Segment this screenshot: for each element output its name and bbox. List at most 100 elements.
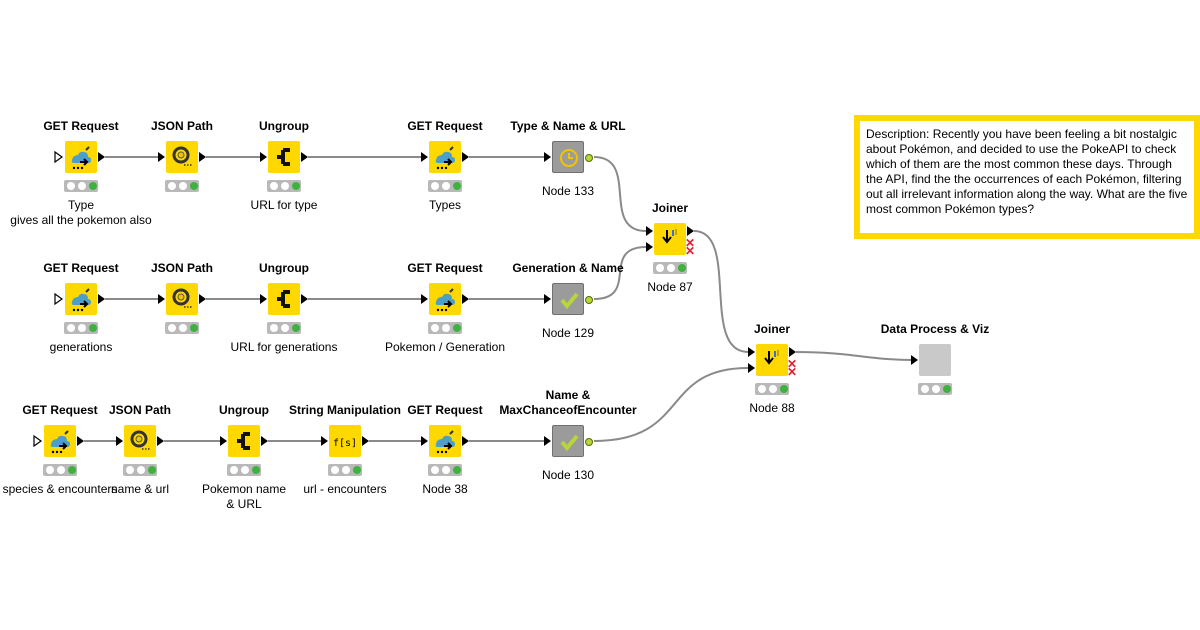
status-light xyxy=(442,324,450,332)
input-port-icon xyxy=(260,294,267,304)
status-light xyxy=(331,466,339,474)
input-port-icon xyxy=(544,294,551,304)
node-label: Node 88 xyxy=(749,401,795,415)
failed-port-icon: ✕ xyxy=(685,244,696,258)
node-get-box[interactable] xyxy=(44,425,76,457)
node-title: Ungroup xyxy=(219,403,269,417)
node-metanode-check-box[interactable] xyxy=(552,283,584,315)
node-get-box[interactable] xyxy=(429,425,461,457)
node-label: generations xyxy=(49,340,113,354)
status-light xyxy=(270,182,278,190)
status-traffic-light xyxy=(328,464,362,476)
node-label: Node 133 xyxy=(541,184,595,198)
status-light xyxy=(453,182,461,190)
node-label: species & encounters xyxy=(2,482,118,496)
input-port-icon xyxy=(646,242,653,252)
status-light xyxy=(126,466,134,474)
node-ungroup-box[interactable] xyxy=(268,141,300,173)
status-light xyxy=(667,264,675,272)
input-port-icon xyxy=(421,436,428,446)
node-label: Pokemon name & URL xyxy=(201,482,287,511)
clock-icon xyxy=(560,149,578,167)
output-port-icon xyxy=(98,152,105,162)
node-get-box[interactable] xyxy=(65,141,97,173)
node-ungroup-box[interactable] xyxy=(228,425,260,457)
json-path-icon xyxy=(172,146,193,166)
status-light xyxy=(943,385,951,393)
status-traffic-light xyxy=(43,464,77,476)
status-light xyxy=(342,466,350,474)
node-label: Type gives all the pokemon also xyxy=(10,198,152,227)
output-port-icon xyxy=(199,152,206,162)
node-metanode-clock-box[interactable] xyxy=(552,141,584,173)
input-port-icon xyxy=(646,226,653,236)
input-port-icon xyxy=(158,152,165,162)
description-annotation[interactable]: Description: Recently you have been feel… xyxy=(854,115,1200,239)
status-traffic-light xyxy=(267,322,301,334)
status-light xyxy=(353,466,361,474)
output-port-icon xyxy=(261,436,268,446)
status-light xyxy=(281,182,289,190)
status-traffic-light xyxy=(428,464,462,476)
status-light xyxy=(67,182,75,190)
status-light xyxy=(442,182,450,190)
node-metanode-check-box[interactable] xyxy=(552,425,584,457)
node-title: Ungroup xyxy=(259,261,309,275)
cloud-request-icon xyxy=(71,146,91,170)
node-label: name & url xyxy=(110,482,170,496)
input-port-icon xyxy=(748,363,755,373)
input-port-icon xyxy=(421,294,428,304)
node-string-box[interactable]: f[s] xyxy=(329,425,361,457)
output-port-dot-icon xyxy=(585,154,593,162)
optional-input-port-icon xyxy=(54,293,64,305)
node-title: Generation & Name xyxy=(512,261,624,275)
status-light xyxy=(137,466,145,474)
node-component-box[interactable] xyxy=(919,344,951,376)
cloud-request-icon xyxy=(435,430,455,454)
status-light xyxy=(921,385,929,393)
node-label: Node 38 xyxy=(422,482,468,496)
status-traffic-light xyxy=(918,383,952,395)
node-title: Name & MaxChanceofEncounter xyxy=(499,388,637,417)
status-light xyxy=(769,385,777,393)
node-json-box[interactable] xyxy=(166,141,198,173)
node-json-box[interactable] xyxy=(166,283,198,315)
json-path-icon xyxy=(130,430,151,450)
cloud-request-icon xyxy=(435,146,455,170)
node-joiner-box[interactable] xyxy=(654,223,686,255)
node-title: GET Request xyxy=(22,403,98,417)
checkmark-icon xyxy=(560,434,579,452)
node-ungroup-box[interactable] xyxy=(268,283,300,315)
svg-text:f[s]: f[s] xyxy=(333,438,357,449)
status-traffic-light xyxy=(428,322,462,334)
status-traffic-light xyxy=(165,180,199,192)
annotation-text: Description: Recently you have been feel… xyxy=(866,127,1188,216)
node-get-box[interactable] xyxy=(429,283,461,315)
status-light xyxy=(431,466,439,474)
node-title: GET Request xyxy=(407,261,483,275)
output-port-icon xyxy=(462,152,469,162)
node-get-box[interactable] xyxy=(65,283,97,315)
status-light xyxy=(179,324,187,332)
input-port-icon xyxy=(748,347,755,357)
node-get-box[interactable] xyxy=(429,141,461,173)
failed-port-icon: ✕ xyxy=(787,357,798,371)
status-light xyxy=(453,466,461,474)
node-json-box[interactable] xyxy=(124,425,156,457)
status-light xyxy=(431,182,439,190)
status-light xyxy=(241,466,249,474)
status-light xyxy=(281,324,289,332)
input-port-icon xyxy=(321,436,328,446)
status-light xyxy=(780,385,788,393)
failed-port-icon: ✕ xyxy=(787,365,798,379)
node-joiner-box[interactable] xyxy=(756,344,788,376)
failed-port-icon: ✕ xyxy=(685,236,696,250)
output-port-icon xyxy=(362,436,369,446)
ungroup-icon xyxy=(237,432,250,450)
status-light xyxy=(89,182,97,190)
node-title: Data Process & Viz xyxy=(880,322,990,336)
status-light xyxy=(932,385,940,393)
input-port-icon xyxy=(158,294,165,304)
connection-line xyxy=(693,230,749,353)
